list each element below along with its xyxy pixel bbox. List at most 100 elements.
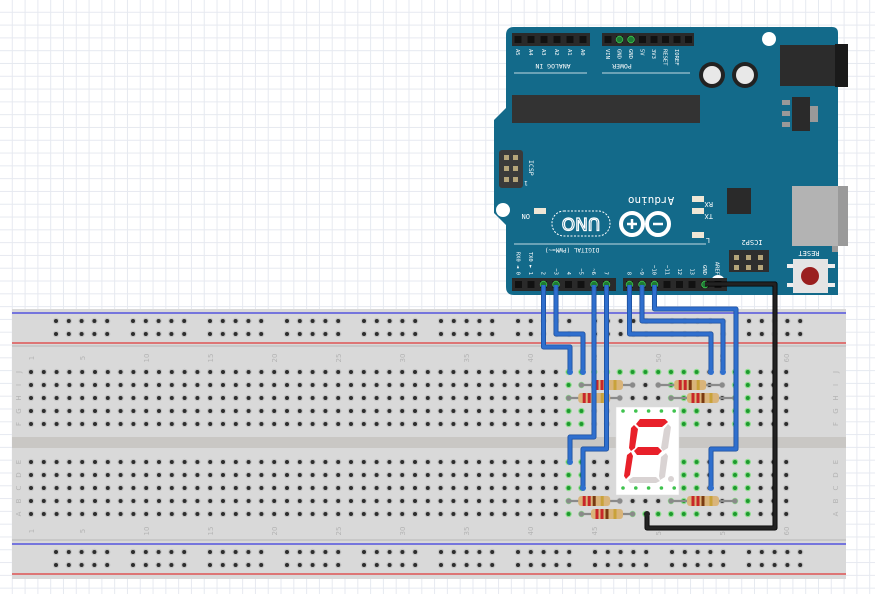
header-pin[interactable] xyxy=(577,281,585,288)
hole-core xyxy=(285,460,289,464)
hole-core xyxy=(221,499,225,503)
hole-core xyxy=(323,332,328,336)
hole-core xyxy=(54,396,59,400)
hole-core xyxy=(131,370,136,374)
hole-core xyxy=(541,370,545,374)
header-pin[interactable] xyxy=(685,36,692,43)
hole-core xyxy=(413,370,417,374)
reset-leg xyxy=(787,283,796,287)
resistor-band xyxy=(600,380,604,390)
header-pin[interactable] xyxy=(604,36,612,43)
hole-core xyxy=(41,486,46,490)
header-pin[interactable] xyxy=(566,36,574,43)
hole-core xyxy=(361,409,366,413)
analog-header xyxy=(512,33,590,46)
wire-gnd[interactable] xyxy=(644,281,778,531)
hole-core xyxy=(297,550,302,554)
hole-core xyxy=(682,563,687,567)
hole-core xyxy=(694,473,699,477)
hole-core xyxy=(54,512,59,516)
row-label: B xyxy=(832,498,840,503)
resistor[interactable] xyxy=(655,380,725,390)
hole-core xyxy=(208,319,212,323)
hole-core xyxy=(259,460,264,464)
hole-core xyxy=(349,383,353,387)
hole-core xyxy=(682,550,687,554)
hole-core xyxy=(745,409,750,413)
hole-core xyxy=(169,473,174,477)
hole-core xyxy=(477,563,482,567)
column-label: 10 xyxy=(143,527,151,536)
resistor-end xyxy=(719,382,725,388)
wire-pin6[interactable] xyxy=(567,285,597,465)
header-pin[interactable] xyxy=(662,36,669,43)
hole-core xyxy=(54,319,58,323)
resistor[interactable] xyxy=(578,509,636,519)
wire-core xyxy=(652,285,738,488)
header-pin[interactable] xyxy=(565,281,572,288)
hole-core xyxy=(720,486,725,490)
hole-core xyxy=(336,486,341,490)
hole-core xyxy=(670,563,674,567)
hole-core xyxy=(246,486,251,490)
header-pin[interactable] xyxy=(673,36,681,43)
hole-core xyxy=(105,460,110,464)
resistor[interactable] xyxy=(566,496,623,506)
header-pin[interactable] xyxy=(515,281,522,288)
hole-core xyxy=(515,396,520,400)
hole-core xyxy=(246,370,251,374)
header-pin[interactable] xyxy=(527,36,535,43)
header-pin[interactable] xyxy=(553,36,561,43)
hole-core xyxy=(92,332,97,336)
hole-core xyxy=(784,383,789,387)
resistor-end xyxy=(630,511,636,517)
hole-core xyxy=(413,319,418,323)
seven-segment-display[interactable] xyxy=(615,406,680,496)
wire-pin3[interactable] xyxy=(553,285,586,375)
hole-core xyxy=(80,383,85,387)
hole-core xyxy=(93,512,97,516)
hole-core xyxy=(272,409,277,413)
hole-core xyxy=(784,370,789,374)
header-pin[interactable] xyxy=(514,36,522,43)
hole-core xyxy=(323,370,328,374)
column-label: 10 xyxy=(143,354,151,363)
wire-pin2[interactable] xyxy=(541,285,574,375)
hole-core xyxy=(259,396,264,400)
wire-pin9[interactable] xyxy=(639,285,726,375)
header-pin[interactable] xyxy=(639,36,646,43)
resistor-band xyxy=(582,393,586,403)
hole-core xyxy=(747,563,751,567)
header-pin[interactable] xyxy=(676,281,683,288)
hole-core xyxy=(259,512,264,516)
resistor[interactable] xyxy=(668,496,738,506)
hole-core xyxy=(502,383,507,387)
header-pin[interactable] xyxy=(650,36,658,43)
hole-core xyxy=(182,383,187,387)
hole-core xyxy=(310,499,315,503)
header-pin[interactable] xyxy=(663,281,671,288)
resistor-band xyxy=(600,509,604,519)
wire-pin8[interactable] xyxy=(627,285,715,375)
hole-core xyxy=(400,563,405,567)
hole-core xyxy=(169,486,174,490)
header-pin[interactable] xyxy=(527,281,535,288)
column-label: 60 xyxy=(783,527,791,536)
resistor-end xyxy=(566,395,572,401)
wire-pin7[interactable] xyxy=(580,285,609,491)
reset-button-cap[interactable] xyxy=(801,267,819,285)
arduino-board[interactable] xyxy=(494,27,838,295)
hole-core xyxy=(708,563,713,567)
wire-pin10[interactable] xyxy=(652,285,739,491)
header-pin[interactable] xyxy=(688,281,696,288)
hole-core xyxy=(502,499,507,503)
header-pin[interactable] xyxy=(579,36,587,43)
hole-core xyxy=(464,396,469,400)
hole-core xyxy=(747,332,751,336)
header-pin[interactable] xyxy=(540,36,548,43)
hole-core xyxy=(323,396,328,400)
atmega-chip xyxy=(512,95,700,123)
l-led xyxy=(692,232,704,238)
